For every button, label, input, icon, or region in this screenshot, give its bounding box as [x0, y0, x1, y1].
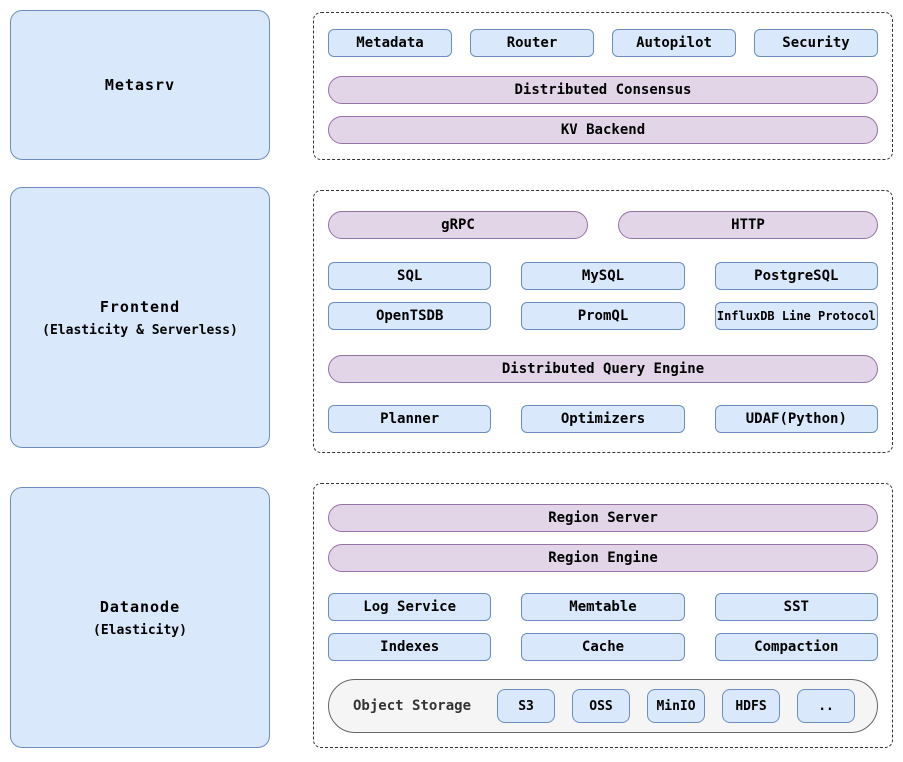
- node-cache: Cache: [521, 633, 685, 661]
- node-s3: S3: [497, 689, 556, 723]
- metasrv-panel: Metadata Router Autopilot Security Distr…: [313, 12, 893, 160]
- node-other-storage: ..: [797, 689, 856, 723]
- pill-distributed-consensus: Distributed Consensus: [328, 76, 878, 104]
- pill-kv-backend: KV Backend: [328, 116, 878, 144]
- node-autopilot: Autopilot: [612, 29, 736, 57]
- node-security: Security: [754, 29, 878, 57]
- pill-region-engine: Region Engine: [328, 544, 878, 572]
- object-storage-label: Object Storage: [353, 698, 472, 714]
- pill-distributed-query-engine: Distributed Query Engine: [328, 355, 878, 383]
- node-compaction: Compaction: [714, 633, 878, 661]
- pill-region-server: Region Server: [328, 504, 878, 532]
- node-opentsdb: OpenTSDB: [328, 302, 492, 330]
- node-optimizers: Optimizers: [521, 405, 685, 433]
- frontend-subtitle: (Elasticity & Serverless): [42, 322, 238, 338]
- node-sst: SST: [714, 593, 878, 621]
- node-planner: Planner: [328, 405, 492, 433]
- metasrv-components-row: Metadata Router Autopilot Security: [328, 29, 878, 57]
- datanode-subtitle: (Elasticity): [93, 622, 187, 638]
- datanode-components-row2: Indexes Cache Compaction: [328, 633, 878, 661]
- node-indexes: Indexes: [328, 633, 492, 661]
- node-mysql: MySQL: [521, 262, 685, 290]
- metasrv-title: Metasrv: [104, 76, 176, 94]
- datanode-components-row1: Log Service Memtable SST: [328, 593, 878, 621]
- node-oss: OSS: [572, 689, 631, 723]
- frontend-node: Frontend (Elasticity & Serverless): [10, 187, 270, 448]
- node-minio: MinIO: [647, 689, 706, 723]
- frontend-transport-row: gRPC HTTP: [328, 211, 878, 239]
- node-postgresql: PostgreSQL: [714, 262, 878, 290]
- node-promql: PromQL: [521, 302, 685, 330]
- frontend-engine-row: Planner Optimizers UDAF(Python): [328, 405, 878, 433]
- node-influxdb-line-protocol: InfluxDB Line Protocol: [714, 302, 878, 330]
- node-memtable: Memtable: [521, 593, 685, 621]
- pill-grpc: gRPC: [328, 211, 588, 239]
- frontend-protocols-row1: SQL MySQL PostgreSQL: [328, 262, 878, 290]
- pill-http: HTTP: [618, 211, 878, 239]
- node-metadata: Metadata: [328, 29, 452, 57]
- frontend-protocols-row2: OpenTSDB PromQL InfluxDB Line Protocol: [328, 302, 878, 330]
- object-storage-container: Object Storage S3 OSS MinIO HDFS ..: [328, 679, 878, 733]
- metasrv-node: Metasrv: [10, 10, 270, 160]
- frontend-title: Frontend: [99, 297, 181, 316]
- node-hdfs: HDFS: [722, 689, 781, 723]
- node-udaf-python: UDAF(Python): [714, 405, 878, 433]
- node-router: Router: [470, 29, 594, 57]
- frontend-panel: gRPC HTTP SQL MySQL PostgreSQL OpenTSDB …: [313, 190, 893, 453]
- node-log-service: Log Service: [328, 593, 492, 621]
- object-storage-backends: S3 OSS MinIO HDFS ..: [497, 689, 856, 723]
- datanode-node: Datanode (Elasticity): [10, 487, 270, 748]
- node-sql: SQL: [328, 262, 492, 290]
- datanode-panel: Region Server Region Engine Log Service …: [313, 483, 893, 748]
- datanode-region-pills: Region Server Region Engine: [328, 504, 878, 572]
- datanode-title: Datanode: [99, 597, 181, 616]
